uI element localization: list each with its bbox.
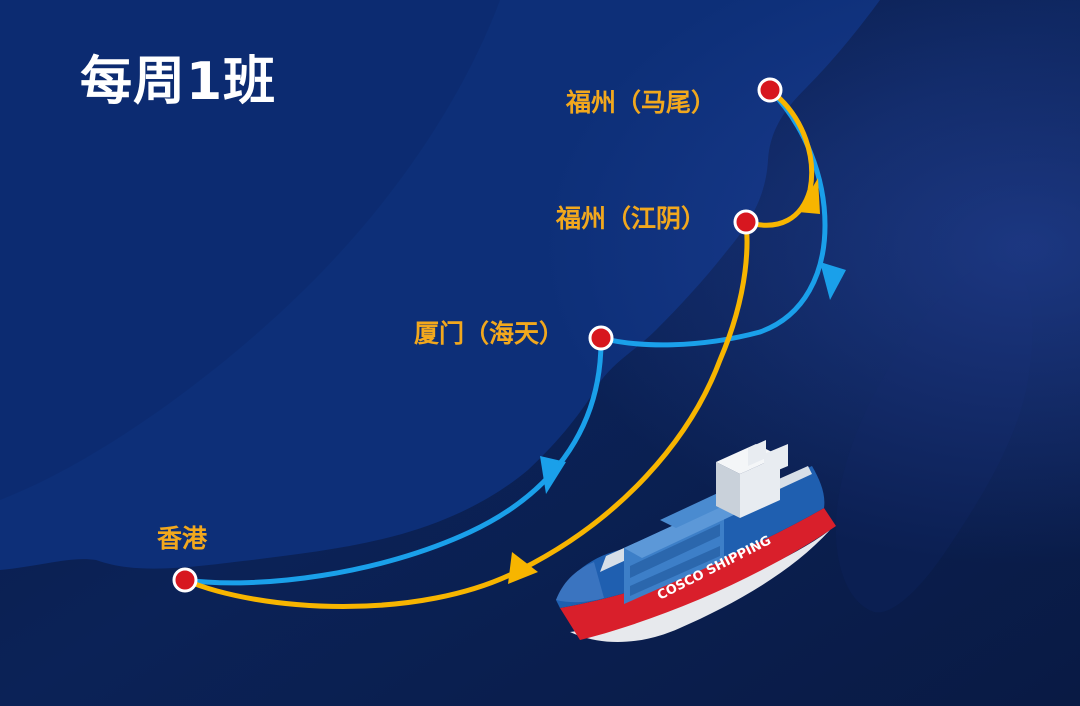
container-ship: COSCO SHIPPING: [556, 440, 836, 643]
port-marker-fuzhou-jiangyin[interactable]: [733, 209, 759, 235]
port-marker-xiamen-haitian[interactable]: [588, 325, 614, 351]
port-label-fuzhou-jiangyin: 福州（江阴）: [556, 204, 707, 233]
northbound-arrow-1: [798, 178, 820, 214]
route-northbound-line: [182, 87, 815, 609]
southbound-arrow-2: [540, 456, 566, 494]
southbound-arrow-1: [820, 262, 846, 300]
port-label-xiamen-haitian: 厦门（海天）: [414, 319, 565, 348]
port-marker-fuzhou-mawei[interactable]: [757, 77, 783, 103]
port-label-hongkong: 香港: [157, 524, 208, 553]
ship-bow: [556, 562, 604, 603]
port-label-fuzhou-mawei: 福州（马尾）: [566, 88, 717, 117]
frequency-title: 每周1班: [80, 52, 277, 112]
ship-hull-red: [560, 508, 836, 640]
northbound-arrow-2: [508, 552, 538, 584]
ship-bridge: [716, 440, 788, 518]
port-marker-hongkong[interactable]: [172, 567, 198, 593]
